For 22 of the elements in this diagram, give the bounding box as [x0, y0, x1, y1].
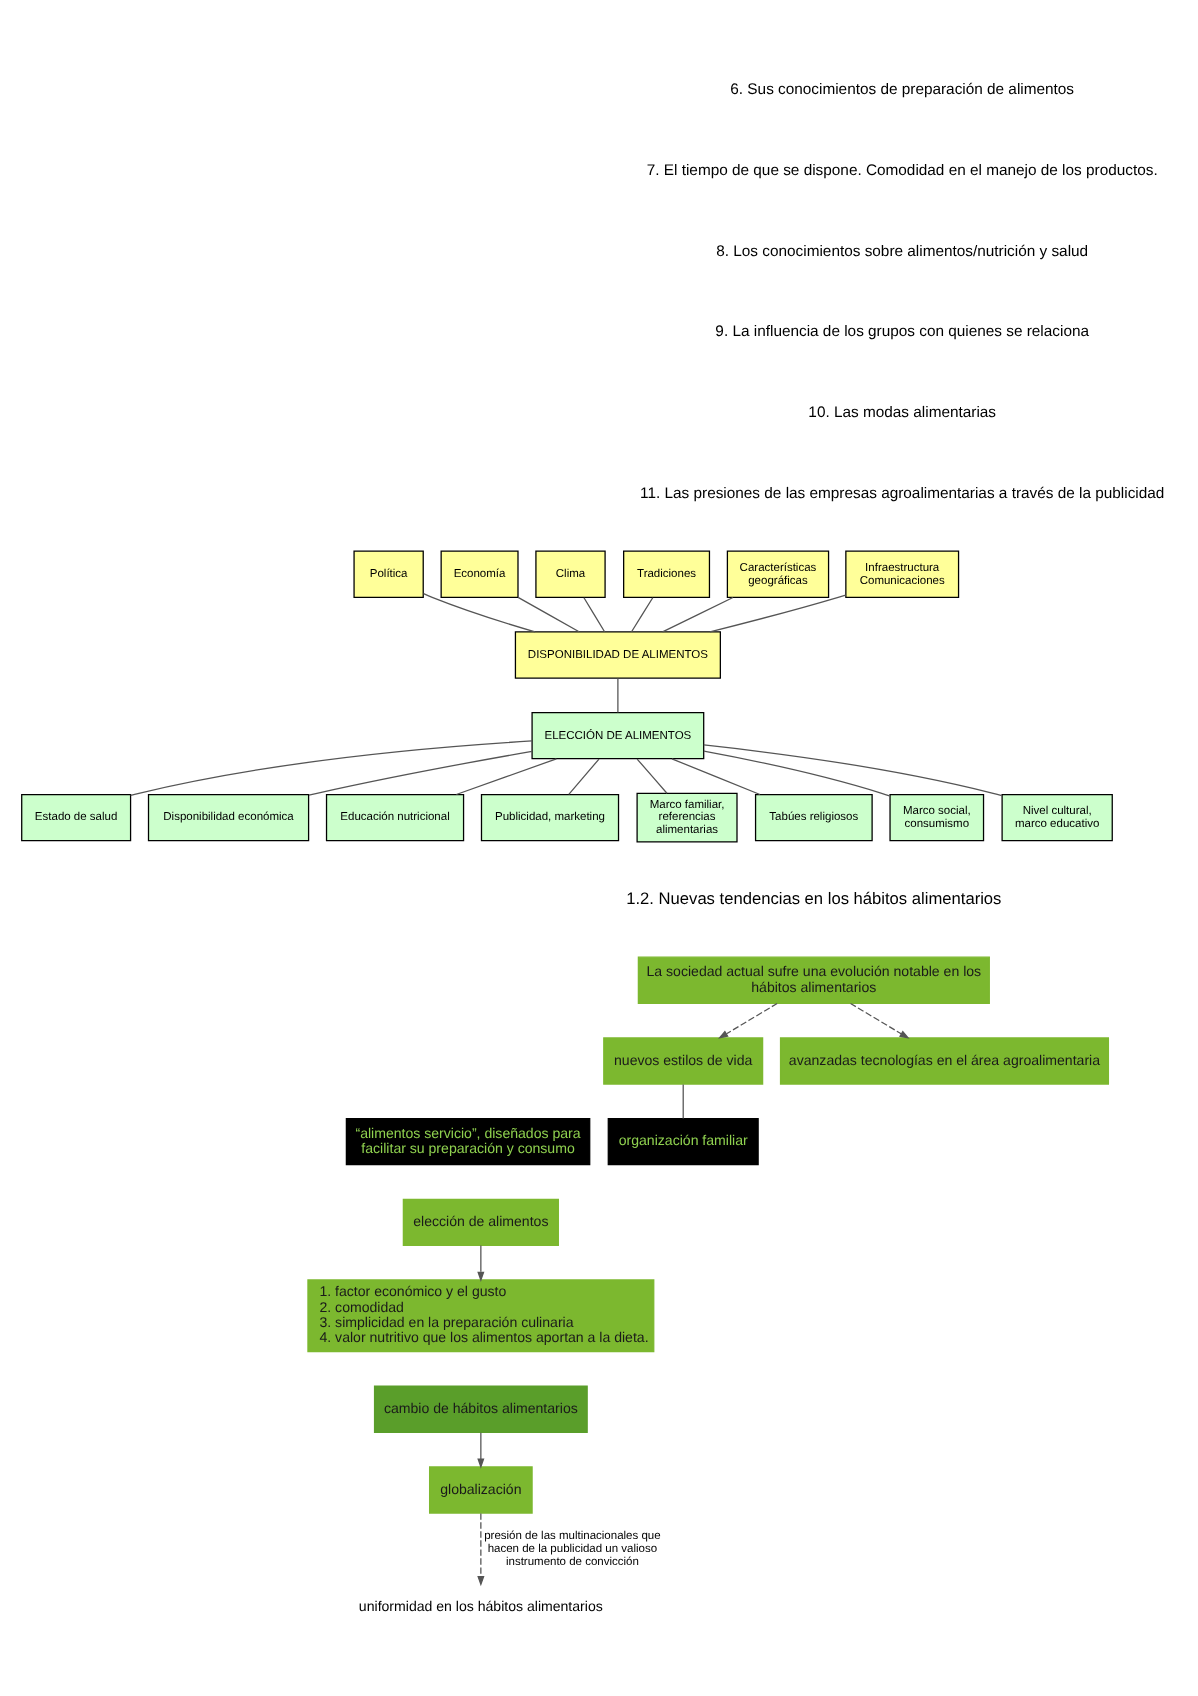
arrow [849, 1001, 910, 1038]
arrow [477, 1511, 485, 1586]
connector [583, 596, 606, 632]
connector [703, 743, 1003, 796]
connector [661, 595, 734, 632]
connector [630, 596, 654, 632]
connector [308, 749, 533, 795]
connector [517, 595, 580, 632]
connector [617, 676, 619, 713]
arrow [718, 1001, 778, 1038]
connector [568, 757, 600, 794]
arrow [477, 1431, 485, 1468]
connector [455, 757, 558, 795]
connector [682, 1082, 684, 1119]
connector [422, 592, 536, 632]
arrow [477, 1243, 485, 1281]
connector [703, 749, 891, 796]
label: 1.2. Nuevas tendencias en los hábitos alimentarios [626, 886, 1002, 907]
connector [130, 739, 533, 796]
connector [709, 593, 847, 632]
connector [671, 757, 761, 795]
connector [636, 757, 668, 793]
